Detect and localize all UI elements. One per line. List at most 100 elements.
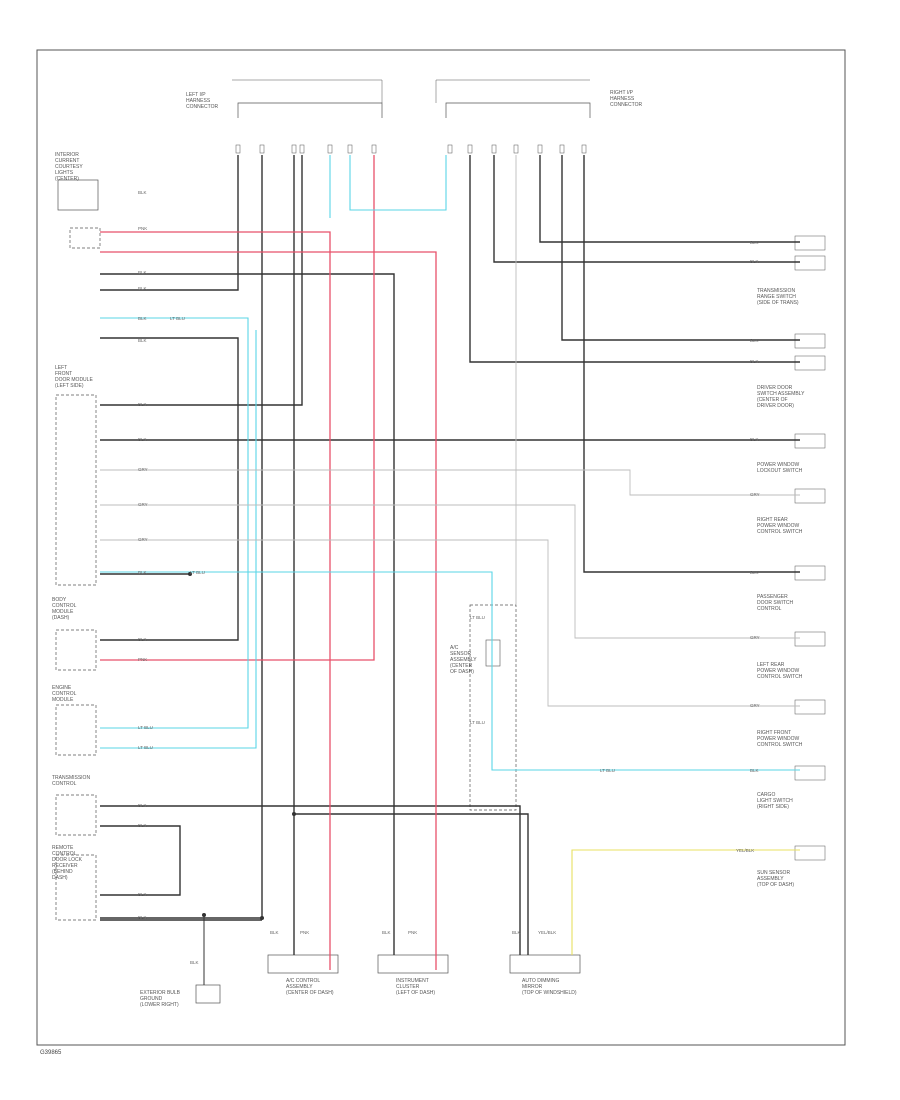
component-label-bottom: A/C CONTROL ASSEMBLY (CENTER OF DASH) xyxy=(286,978,334,996)
wire-color-label: BLK xyxy=(190,960,199,965)
outer-frame xyxy=(36,49,846,1046)
connector-ground xyxy=(195,984,221,1004)
wire-color-label: BLK xyxy=(138,338,147,343)
connector-bracket xyxy=(237,102,383,118)
terminal-pin xyxy=(491,144,497,154)
wire-color-label: PNK xyxy=(408,930,418,935)
wire-black xyxy=(100,337,239,641)
wire-color-label: BLK xyxy=(750,437,759,442)
wire-color-label: BLK xyxy=(138,270,147,275)
right-terminal xyxy=(794,255,826,271)
wire-color-label: PNK xyxy=(138,226,148,231)
terminal-pin xyxy=(537,144,543,154)
right-terminal xyxy=(794,235,826,251)
component-label-right: TRANSMISSION RANGE SWITCH (SIDE OF TRANS… xyxy=(757,288,799,306)
wire-gray xyxy=(100,504,800,639)
terminal-pin xyxy=(447,144,453,154)
component-label-right: CARGO LIGHT SWITCH (RIGHT SIDE) xyxy=(757,792,793,810)
component-label-bottom: INSTRUMENT CLUSTER (LEFT OF DASH) xyxy=(396,978,436,996)
wire-color-label: BLK xyxy=(382,930,391,935)
terminal-pin xyxy=(235,144,241,154)
wire-color-label: GRY xyxy=(138,467,148,472)
terminal-pin xyxy=(327,144,333,154)
wire-color-label: BLK xyxy=(750,768,759,773)
wire-black xyxy=(100,805,521,955)
wire-color-label: GRY xyxy=(750,492,760,497)
component-box-engine-control xyxy=(55,704,97,756)
terminal-pin xyxy=(259,144,265,154)
component-label-left: ENGINE CONTROL MODULE xyxy=(52,685,77,703)
wire-pink xyxy=(100,155,375,661)
splice-dot xyxy=(202,913,206,917)
component-box-door-module xyxy=(55,394,97,586)
component-box-body-control xyxy=(55,629,97,671)
wire-pink xyxy=(100,251,437,970)
component-box-ac-sensor xyxy=(469,604,517,811)
wire-black xyxy=(100,155,303,406)
component-box-transmission-control xyxy=(55,794,97,836)
wire-black xyxy=(561,155,800,341)
wire-color-label: LT BLU xyxy=(190,570,205,575)
wire-light-blue xyxy=(100,571,800,771)
wire-color-label: BLK xyxy=(138,637,147,642)
terminal-pin xyxy=(347,144,353,154)
wire-color-label: GRY xyxy=(138,502,148,507)
wire-yellow xyxy=(571,849,800,955)
wire-color-label: BLK xyxy=(750,359,759,364)
wire-color-label: BLK xyxy=(138,892,147,897)
wire-color-label: BLK xyxy=(138,190,147,195)
component-box-remote-receiver xyxy=(55,854,97,921)
connector-ac-control xyxy=(267,954,339,974)
wire-color-label: BLK xyxy=(138,915,147,920)
wire-color-label: BLK xyxy=(750,570,759,575)
wire-color-label: GRY xyxy=(750,635,760,640)
terminal-pin xyxy=(559,144,565,154)
wire-color-label: GRY xyxy=(138,537,148,542)
component-label-right: LEFT REAR POWER WINDOW CONTROL SWITCH xyxy=(757,662,803,680)
wire-color-label: BLK xyxy=(750,338,759,343)
component-label-right: POWER WINDOW LOCKOUT SWITCH xyxy=(757,462,803,474)
terminal-pin xyxy=(299,144,305,154)
splice-dot xyxy=(260,916,264,920)
wire-color-label: LT BLU xyxy=(170,316,185,321)
wire-color-label: BLK xyxy=(512,930,521,935)
wire-color-label: GRY xyxy=(750,703,760,708)
connector-bracket xyxy=(445,102,591,118)
wire-black xyxy=(100,155,239,291)
wire-gray xyxy=(100,539,800,707)
wire-black xyxy=(583,155,800,573)
wire-color-label: BLK xyxy=(138,437,147,442)
connector-label: RIGHT I/P HARNESS CONNECTOR xyxy=(610,90,643,108)
right-terminal xyxy=(794,355,826,371)
right-terminal xyxy=(794,631,826,647)
wire-black xyxy=(100,825,181,896)
wire-light-blue xyxy=(100,317,249,729)
wire-color-label: BLK xyxy=(750,259,759,264)
component-label-right: SUN SENSOR ASSEMBLY (TOP OF DASH) xyxy=(757,870,795,888)
component-box-interior-lights xyxy=(57,179,99,211)
connector-instrument-cluster xyxy=(377,954,449,974)
wire-color-label: YEL/BLK xyxy=(538,930,557,935)
connector-auto-mirror xyxy=(509,954,581,974)
wire-light-blue xyxy=(100,330,257,749)
wire-color-label: BLK xyxy=(138,402,147,407)
wire-color-label: LT BLU xyxy=(470,720,485,725)
component-label-left: LEFT FRONT DOOR MODULE (LEFT SIDE) xyxy=(55,365,93,389)
wire-black xyxy=(493,155,800,263)
right-terminal xyxy=(794,433,826,449)
wire-black xyxy=(469,155,800,363)
component-label-bottom: AUTO DIMMING MIRROR (TOP OF WINDSHIELD) xyxy=(522,978,577,996)
wire-color-label: BLK xyxy=(138,803,147,808)
wire-light-blue xyxy=(349,155,447,211)
component-label-left: INTERIOR CURRENT COURTESY LIGHTS (CENTER… xyxy=(55,152,83,182)
wire-color-label: LT BLU xyxy=(138,725,153,730)
component-label-right: DRIVER DOOR SWITCH ASSEMBLY (CENTER OF D… xyxy=(757,385,805,409)
splice-dot xyxy=(292,812,296,816)
terminal-pin xyxy=(581,144,587,154)
wire-color-label: BLK xyxy=(750,240,759,245)
right-terminal xyxy=(794,845,826,861)
wire-black xyxy=(294,813,529,955)
wire-color-label: BLK xyxy=(138,823,147,828)
right-terminal xyxy=(794,565,826,581)
